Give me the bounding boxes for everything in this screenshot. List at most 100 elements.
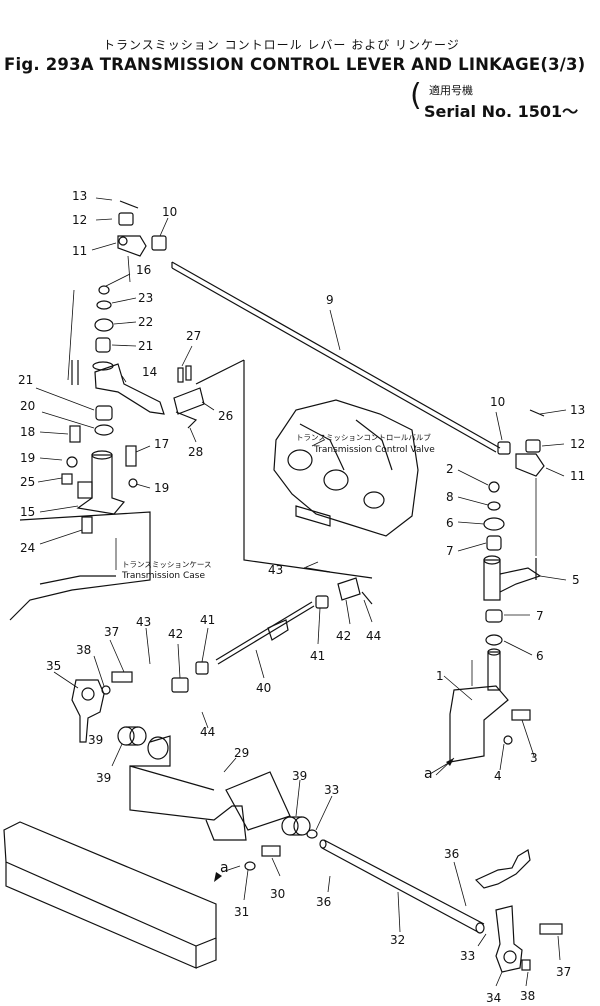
clamp-26 [173, 365, 205, 429]
part-11b: 11 [570, 469, 585, 483]
pin-13 [119, 200, 139, 209]
part-19: 19 [20, 451, 35, 465]
open-paren-glyph: ( [410, 78, 422, 113]
valve-bracket-line [243, 360, 373, 579]
part-24: 24 [20, 541, 35, 555]
title-japanese: トランスミッション コントロール レバー および リンケージ [103, 38, 460, 52]
hardware-41-42 [171, 567, 373, 693]
valve-caption: Transmission Control Valve [313, 445, 435, 455]
part-23: 23 [138, 291, 153, 305]
arrowheads [214, 758, 454, 882]
part-21b: 21 [18, 373, 33, 387]
small-parts-right [483, 481, 505, 551]
part-32: 32 [390, 933, 405, 947]
ball-joint-11 [117, 235, 147, 257]
part-39: 39 [96, 771, 111, 785]
shaft-32 [319, 839, 485, 934]
valve-caption-jp: トランスミッションコントロールバルブ [296, 432, 431, 442]
part-27: 27 [186, 329, 201, 343]
part-37b: 37 [556, 965, 571, 979]
part-39c: 39 [88, 733, 103, 747]
part-33b: 33 [460, 949, 475, 963]
part-7: 7 [446, 544, 454, 558]
part-44: 44 [200, 725, 215, 739]
part-31: 31 [234, 905, 249, 919]
part-5: 5 [572, 573, 580, 587]
ball-joint-11-right [497, 409, 545, 477]
applicability-label: 適用号機 [429, 84, 473, 97]
nut-12 [118, 212, 134, 226]
part-13b: 13 [570, 403, 585, 417]
ref-a-right: a [424, 766, 433, 782]
part-4: 4 [494, 769, 502, 783]
part-12b: 12 [570, 437, 585, 451]
part-41: 41 [200, 613, 215, 627]
part-18: 18 [20, 425, 35, 439]
case-caption: Transmission Case [121, 571, 205, 581]
transmission-control-valve [273, 399, 419, 537]
figure-title: Fig. 293A TRANSMISSION CONTROL LEVER AND… [4, 55, 586, 74]
part-29: 29 [234, 746, 249, 760]
nut-10-left [151, 235, 167, 251]
part-38: 38 [76, 643, 91, 657]
support-29 [129, 735, 291, 841]
rod-9 [171, 261, 501, 453]
bushing-7-6 [485, 609, 503, 646]
part-15: 15 [20, 505, 35, 519]
lever-5 [483, 555, 542, 601]
serial-range: Serial No. 1501～ [424, 102, 579, 121]
part-28: 28 [188, 445, 203, 459]
part-37: 37 [104, 625, 119, 639]
ref-a-left: a [220, 860, 229, 876]
part-1: 1 [436, 669, 444, 683]
part-17: 17 [154, 437, 169, 451]
bushing-39 [117, 726, 318, 839]
part-12: 12 [72, 213, 87, 227]
part-33: 33 [324, 783, 339, 797]
part-number-labels: 13 12 11 10 16 23 22 21 27 14 21 20 18 1… [18, 189, 585, 1005]
part-3: 3 [530, 751, 538, 765]
part-22: 22 [138, 315, 153, 329]
part-36: 36 [316, 895, 331, 909]
rod-40 [215, 601, 315, 665]
lever-35 [71, 671, 133, 743]
part-19b: 19 [154, 481, 169, 495]
transmission-case [9, 511, 151, 621]
part-36b: 36 [444, 847, 459, 861]
part-43: 43 [136, 615, 151, 629]
part-35: 35 [46, 659, 61, 673]
bolt-37-right [539, 923, 563, 935]
lever-1 [449, 648, 531, 763]
part-26: 26 [218, 409, 233, 423]
lever-34 [474, 849, 531, 973]
washer-31-bolt-30 [244, 845, 281, 871]
base-plate [3, 821, 217, 969]
part-42: 42 [168, 627, 183, 641]
part-38b: 38 [520, 989, 535, 1003]
case-caption-jp: トランスミッションケース [122, 560, 211, 569]
part-16: 16 [136, 263, 151, 277]
part-13: 13 [72, 189, 87, 203]
part-43b: 43 [268, 563, 283, 577]
part-21: 21 [138, 339, 153, 353]
valve-leader [195, 359, 245, 385]
part-42b: 42 [336, 629, 351, 643]
part-10: 10 [162, 205, 177, 219]
leader-lines [35, 197, 567, 987]
part-6b: 6 [536, 649, 544, 663]
part-41b: 41 [310, 649, 325, 663]
part-8: 8 [446, 490, 454, 504]
part-14: 14 [142, 365, 157, 379]
part-9: 9 [326, 293, 334, 307]
part-34: 34 [486, 991, 501, 1005]
part-10b: 10 [490, 395, 505, 409]
part-7b: 7 [536, 609, 544, 623]
part-40: 40 [256, 681, 271, 695]
washer-stack [61, 285, 138, 534]
bracket-15 [76, 450, 126, 515]
part-44b: 44 [366, 629, 381, 643]
part-30: 30 [270, 887, 285, 901]
part-25: 25 [20, 475, 35, 489]
part-11: 11 [72, 244, 87, 258]
